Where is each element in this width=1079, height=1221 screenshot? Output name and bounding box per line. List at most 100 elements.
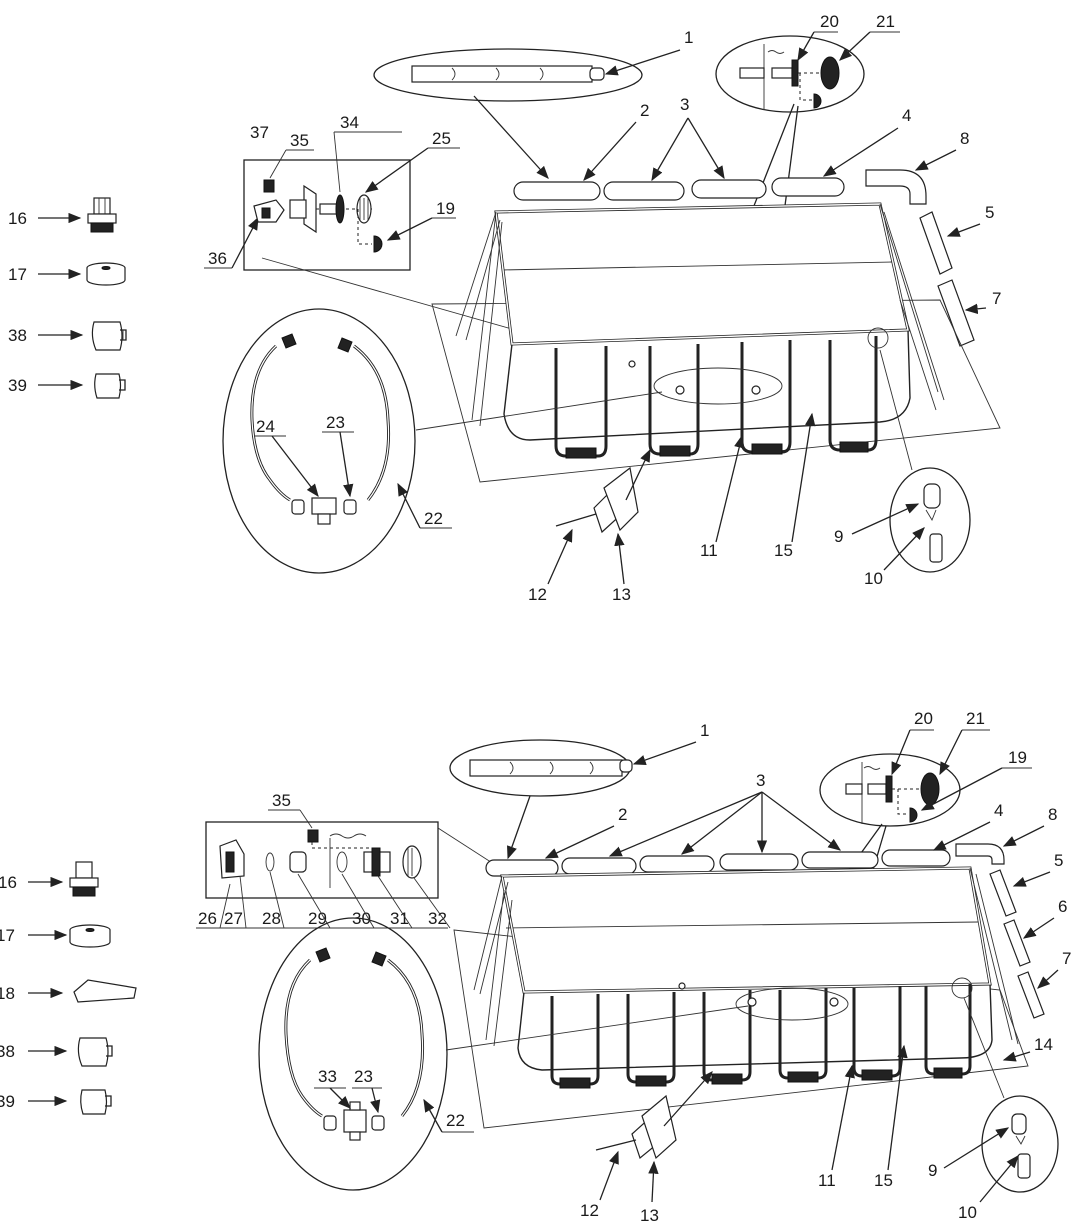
label-23: 23 [326,413,345,432]
label-36: 36 [208,249,227,268]
label-23b: 23 [354,1067,373,1086]
label-32: 32 [428,909,447,928]
label-5: 5 [985,203,994,222]
label-22b: 22 [446,1111,465,1130]
pump-plug-icon [87,197,117,233]
rubber-pad-icon-2 [69,924,111,948]
label-15: 15 [774,541,793,560]
t-connector-icon [311,497,337,515]
label-29: 29 [308,909,327,928]
label-3b: 3 [756,771,765,790]
label-25: 25 [432,129,451,148]
valve-cap-icon [263,179,275,193]
top-rails-row-1: 2 3 4 8 5 7 [513,95,1001,347]
label-14: 14 [1034,1035,1053,1054]
pool-liner-2 [517,983,993,1071]
label-1b: 1 [700,721,709,740]
leg-cap-large-icon [91,321,127,351]
diagram-1: 16 17 38 39 [8,12,1001,604]
label-2b: 2 [618,805,627,824]
label-8: 8 [960,129,969,148]
label-4: 4 [902,106,911,125]
rubber-pad-icon [86,262,126,286]
label-34: 34 [340,113,359,132]
pool-2: 14 11 15 [453,866,1053,1190]
label-4b: 4 [994,801,1003,820]
leg-joint-detail-2: 9 10 [928,997,1059,1221]
ground-cloth-icon [73,979,137,1003]
label-3: 3 [680,95,689,114]
label-11: 11 [700,541,718,560]
strainer-detail-box-1: 37 35 34 25 19 36 [204,113,629,363]
label-21b: 21 [966,709,985,728]
leg-cap-small-icon-2 [80,1089,112,1115]
diagram-2: 16 17 18 38 39 [0,709,1071,1221]
label-28: 28 [262,909,281,928]
pool-liner-1 [503,329,911,441]
label-10: 10 [864,569,883,588]
side-parts-1: 16 17 38 39 [8,197,127,399]
label-2: 2 [640,101,649,120]
leg-foot-detail-2: 12 13 [580,1071,713,1221]
label-19: 19 [436,199,455,218]
label-35: 35 [290,131,309,150]
label-39: 39 [8,376,27,395]
flange-20-icon [791,59,799,87]
label-33: 33 [318,1067,337,1086]
label-17: 17 [8,265,27,284]
pump-plug-icon-2 [69,861,99,897]
leg-foot-detail-1: 12 13 [528,448,651,604]
label-9b: 9 [928,1161,937,1180]
label-20b: 20 [914,709,933,728]
plug-19-icon [373,235,383,253]
leg-joint-detail-1: 9 10 [834,349,971,588]
label-13b: 13 [640,1206,659,1221]
label-24: 24 [256,417,275,436]
leg-cap-large-icon-2 [77,1037,113,1067]
label-16b: 16 [0,873,17,892]
label-8b: 8 [1048,805,1057,824]
label-38: 38 [8,326,27,345]
label-39b: 39 [0,1092,15,1111]
label-17b: 17 [0,926,15,945]
label-37: 37 [250,123,269,142]
strainer-detail-box-2: 35 26 27 28 29 30 31 32 [196,791,681,985]
label-5b: 5 [1054,851,1063,870]
label-31: 31 [390,909,409,928]
label-21: 21 [876,12,895,31]
label-20: 20 [820,12,839,31]
label-9: 9 [834,527,843,546]
label-12: 12 [528,585,547,604]
label-16: 16 [8,209,27,228]
label-22: 22 [424,509,443,528]
label-7b: 7 [1062,949,1071,968]
label-10b: 10 [958,1203,977,1221]
label-7: 7 [992,289,1001,308]
valve-33-icon [343,1109,367,1133]
label-26: 26 [198,909,217,928]
label-18: 18 [0,984,15,1003]
pool-1: 11 15 [431,202,1001,560]
top-rail-detail-1: 1 [373,28,693,179]
label-13: 13 [612,585,631,604]
label-35b: 35 [272,791,291,810]
label-15b: 15 [874,1171,893,1190]
rail-connector-icon [589,67,605,81]
hose-detail-2: 33 23 22 [258,917,749,1191]
strainer-21-icon [820,56,840,90]
label-11b: 11 [818,1171,836,1190]
side-parts-2: 16 17 18 38 39 [0,861,137,1115]
label-38b: 38 [0,1042,15,1061]
hose-detail-1: 24 23 22 [222,308,663,574]
top-rail-detail-2: 1 [449,721,709,860]
corner-joint-8-icon [865,169,927,205]
top-rails-row-2: 2 3 4 8 5 6 7 [485,771,1071,1019]
label-12b: 12 [580,1201,599,1220]
strainer-flange-icon [335,194,345,224]
label-1: 1 [684,28,693,47]
label-6: 6 [1058,897,1067,916]
pool-legs-1 [554,336,878,459]
label-27: 27 [224,909,243,928]
leg-cap-small-icon [94,373,126,399]
